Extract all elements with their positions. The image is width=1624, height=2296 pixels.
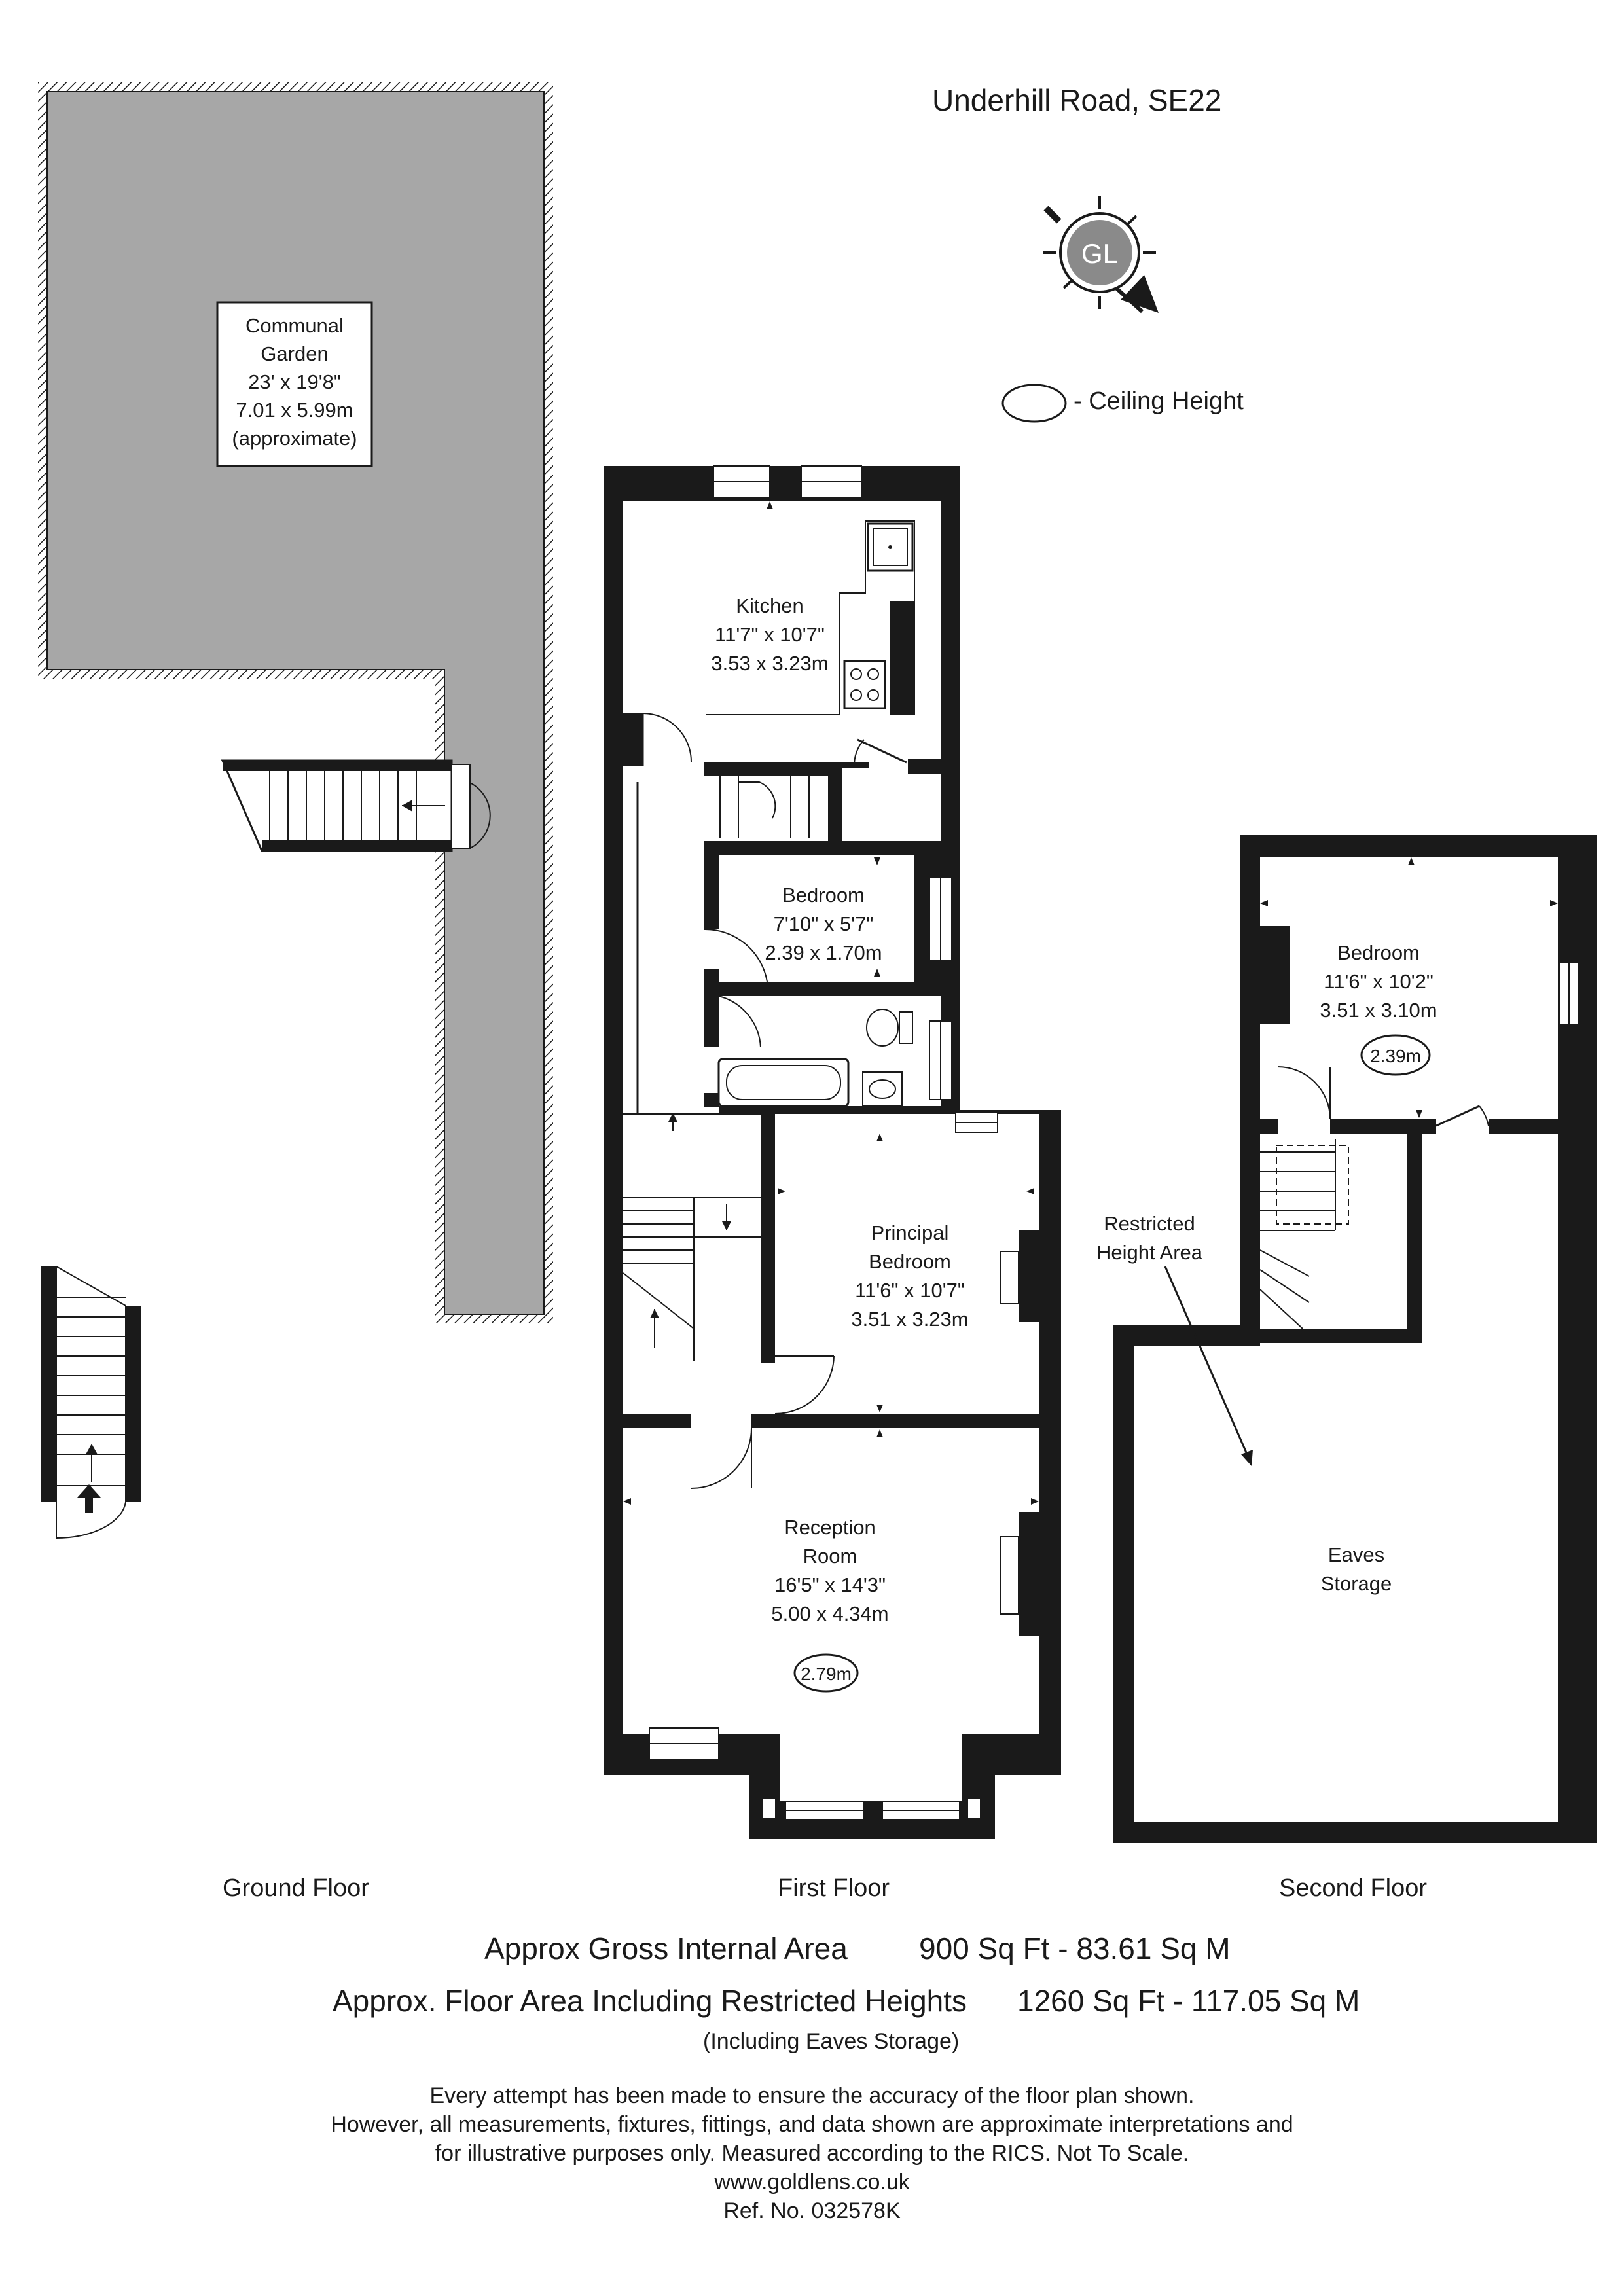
kitchen-line-1: Kitchen: [736, 594, 803, 617]
garden-line-1: Communal: [245, 314, 344, 337]
reception-label: Reception Room 16'5" x 14'3" 5.00 x 4.34…: [771, 1516, 888, 1684]
entrance-arrow-icon: [77, 1484, 101, 1513]
reception-line-1: Reception: [784, 1516, 876, 1539]
principal-line-1: Principal: [871, 1221, 949, 1244]
reception-ceiling-ellipse-icon: [793, 1653, 859, 1693]
eaves-note: (Including Eaves Storage): [703, 2029, 960, 2054]
second-floor-plan: [1113, 835, 1597, 1843]
first-bedroom-line-2: 7'10" x 5'7": [774, 912, 874, 935]
second-bedroom-line-2: 11'6" x 10'2": [1324, 970, 1434, 993]
compass-icon: [1043, 196, 1159, 314]
disclaimer-line-3: for illustrative purposes only. Measured…: [435, 2141, 1189, 2166]
reception-ceiling-height: 2.79m: [801, 1664, 852, 1684]
garden-line-5: (approximate): [232, 427, 357, 450]
reception-line-3: 16'5" x 14'3": [774, 1573, 886, 1596]
first-bedroom-label: Bedroom 7'10" x 5'7" 2.39 x 1.70m: [765, 884, 882, 964]
second-bedroom-ceiling-height: 2.39m: [1370, 1046, 1421, 1066]
eaves-line-2: Storage: [1321, 1572, 1392, 1595]
reception-line-2: Room: [803, 1545, 857, 1568]
restricted-area-value: 1260 Sq Ft - 117.05 Sq M: [1017, 1984, 1360, 2018]
principal-line-3: 11'6" x 10'7": [855, 1279, 965, 1302]
communal-garden: [38, 82, 553, 1323]
floor-label-second: Second Floor: [1279, 1874, 1428, 1902]
legend-ellipse-icon: [1001, 384, 1067, 423]
garden-line-4: 7.01 x 5.99m: [236, 399, 353, 422]
second-bedroom-label: Bedroom 11'6" x 10'2" 3.51 x 3.10m 2.39m: [1320, 941, 1437, 1066]
page-title: Underhill Road, SE22: [932, 83, 1222, 117]
first-bedroom-line-1: Bedroom: [782, 884, 865, 906]
floor-label-ground: Ground Floor: [223, 1874, 369, 1902]
principal-bedroom-label: Principal Bedroom 11'6" x 10'7" 3.51 x 3…: [851, 1221, 968, 1331]
kitchen-line-2: 11'7" x 10'7": [715, 623, 825, 646]
disclaimer-line-1: Every attempt has been made to ensure th…: [429, 2083, 1195, 2108]
garden-line-2: Garden: [261, 342, 328, 365]
garden-line-3: 23' x 19'8": [248, 370, 341, 393]
compass-label: GL: [1081, 238, 1118, 269]
front-entrance-steps: [41, 1265, 141, 1539]
reference-number: Ref. No. 032578K: [723, 2198, 901, 2223]
disclaimer-line-2: However, all measurements, fixtures, fit…: [331, 2112, 1293, 2137]
reception-line-4: 5.00 x 4.34m: [771, 1602, 888, 1625]
second-bedroom-line-1: Bedroom: [1337, 941, 1420, 964]
eaves-line-1: Eaves: [1328, 1543, 1384, 1566]
eaves-label: Eaves Storage: [1321, 1543, 1392, 1595]
garden-label-box: [216, 301, 373, 467]
restricted-area-label: Approx. Floor Area Including Restricted …: [333, 1984, 967, 2018]
restricted-line-1: Restricted: [1104, 1212, 1195, 1235]
first-bedroom-line-3: 2.39 x 1.70m: [765, 941, 882, 964]
principal-line-4: 3.51 x 3.23m: [851, 1308, 968, 1331]
restricted-line-2: Height Area: [1096, 1241, 1203, 1264]
garden-steps: [221, 759, 491, 852]
gross-area-label: Approx Gross Internal Area: [484, 1931, 848, 1965]
disclaimer: Every attempt has been made to ensure th…: [0, 2081, 1624, 2225]
gross-area-value: 900 Sq Ft - 83.61 Sq M: [919, 1931, 1231, 1965]
bedroom-ceiling-ellipse-icon: [1360, 1034, 1431, 1076]
principal-line-2: Bedroom: [869, 1250, 951, 1273]
restricted-label: Restricted Height Area: [1096, 1212, 1203, 1264]
floor-label-first: First Floor: [778, 1874, 890, 1902]
kitchen-line-3: 3.53 x 3.23m: [711, 652, 828, 675]
first-floor-plan: [604, 465, 1061, 1839]
legend-label: - Ceiling Height: [1074, 387, 1244, 415]
kitchen-label: Kitchen 11'7" x 10'7" 3.53 x 3.23m: [711, 594, 828, 675]
second-bedroom-line-3: 3.51 x 3.10m: [1320, 999, 1437, 1022]
garden-label: Communal Garden 23' x 19'8" 7.01 x 5.99m…: [232, 314, 357, 450]
website-link[interactable]: www.goldlens.co.uk: [714, 2170, 910, 2195]
